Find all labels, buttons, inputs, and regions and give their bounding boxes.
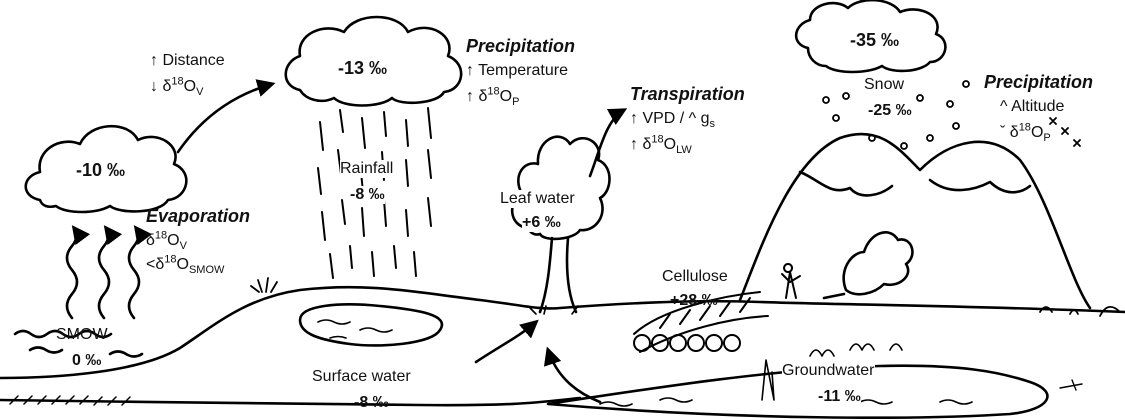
- precipitation-low-temperature: ↑ Temperature: [466, 62, 568, 79]
- cloud-ocean: [24, 124, 188, 214]
- raindrops: [317, 107, 432, 279]
- tree-trunk: [538, 236, 578, 314]
- transport-distance: ↑ Distance: [150, 52, 225, 69]
- precipitation-high-d18op: ˇ δ18OP: [1000, 121, 1051, 145]
- cloud-ocean-value: -10 ‰: [76, 160, 126, 180]
- groundwater-arrow: [543, 346, 602, 404]
- transpiration-vpd: ↑ VPD / ^ gs: [630, 110, 716, 131]
- evaporation-line2: <δ18OSMOW: [146, 253, 225, 277]
- surface-water-label: Surface water: [312, 368, 411, 385]
- mountains: [738, 132, 1092, 310]
- transport-d18ov: ↓ δ18OV: [150, 75, 204, 99]
- snow-label: Snow: [864, 76, 905, 93]
- ground-hatching: [9, 395, 131, 406]
- groundwater-value: -11 ‰: [818, 388, 861, 407]
- precipitation-low-title: Precipitation: [466, 36, 576, 56]
- cloud-mountain: [794, 0, 947, 74]
- cellulose-logs: [633, 291, 769, 353]
- evaporation-title: Evaporation: [146, 206, 251, 226]
- precipitation-low-d18op: ↑ δ18OP: [466, 85, 520, 109]
- precipitation-high-title: Precipitation: [984, 72, 1094, 92]
- leaf-water-value: +6 ‰: [522, 214, 561, 233]
- cloud-rain: [284, 15, 463, 107]
- transport-arrow: [176, 79, 276, 154]
- cloud-mountain-value: -35 ‰: [850, 30, 900, 50]
- uptake-arrow: [474, 319, 539, 364]
- snow-value: -25 ‰: [868, 102, 912, 119]
- smow-value: 0 ‰: [72, 352, 102, 369]
- groundwater-lens: [546, 364, 1049, 419]
- cellulose-value: +28 ‰: [670, 292, 718, 309]
- transpiration-d18olw: ↑ δ18OLW: [630, 133, 692, 157]
- transpiration-title: Transpiration: [630, 84, 745, 104]
- land-surface-line: [0, 285, 1125, 380]
- evaporation-line1: δ18OV: [146, 229, 187, 253]
- surface-water-pool: [298, 303, 444, 347]
- snowflakes: [822, 80, 1081, 150]
- evaporation-arrows: [65, 225, 153, 320]
- surface-water-value: -8 ‰: [354, 394, 389, 411]
- smow-label: SMOW: [56, 326, 108, 343]
- precipitation-high-altitude: ^ Altitude: [1000, 98, 1065, 115]
- cloud-rain-value: -13 ‰: [338, 58, 388, 78]
- rainfall-label: Rainfall: [340, 160, 394, 179]
- grass-tuft: [250, 277, 278, 293]
- ocean-waves: [13, 329, 144, 358]
- tree-canopy: [510, 135, 611, 241]
- cellulose-label: Cellulose: [662, 268, 728, 285]
- bedrock-line: [0, 396, 582, 407]
- leaf-water-label: Leaf water: [500, 190, 575, 209]
- groundwater-label: Groundwater: [782, 362, 875, 381]
- rainfall-value: -8 ‰: [350, 186, 385, 205]
- transpiration-arrow: [588, 108, 628, 178]
- person-figure: [781, 263, 801, 299]
